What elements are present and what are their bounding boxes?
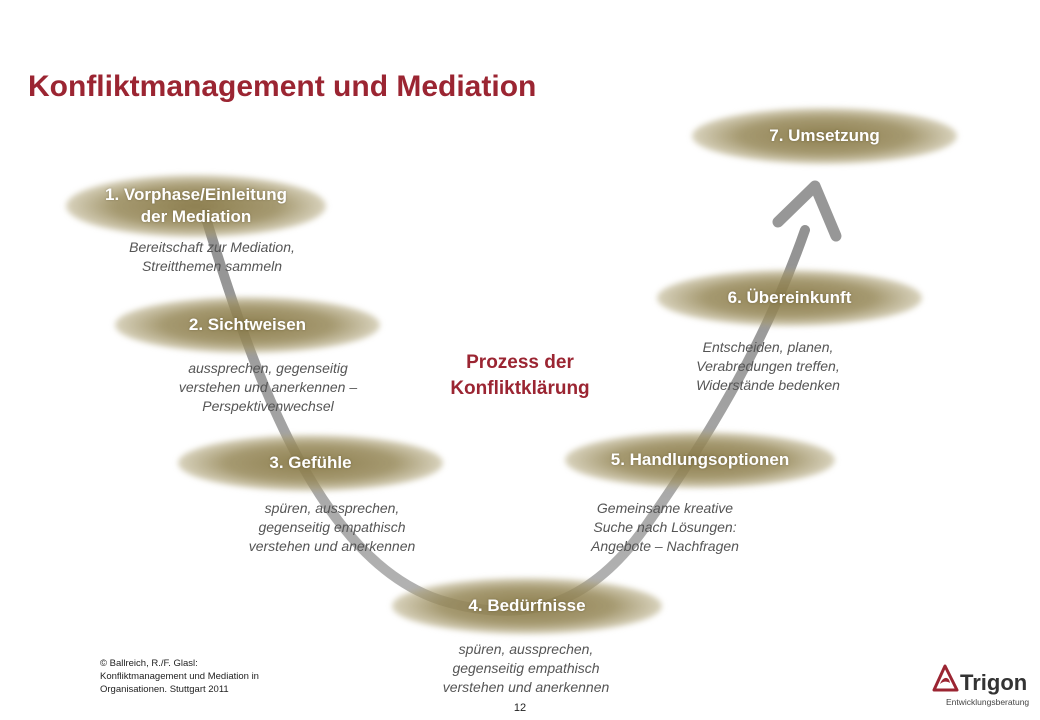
brush-stroke [392,578,662,634]
stage-7-label: 7. Umsetzung [769,126,880,145]
stage-3-description: spüren, aussprechen, gegenseitig empathi… [248,500,416,554]
brush-stroke [66,175,326,237]
stage-3-label: 3. Gefühle [269,453,352,472]
stage-6-description: Entscheiden, planen, Verabredungen treff… [696,339,840,393]
brush-stroke [115,297,380,353]
stage-1: 1. Vorphase/Einleitung der Mediation [66,175,326,237]
arrow-head-icon [772,180,842,242]
slide-title: Konfliktmanagement und Mediation [28,70,537,103]
stage-5-label: 5. Handlungsoptionen [610,450,790,469]
stage-2: 2. Sichtweisen [115,297,380,353]
logo-name: Trigon [960,670,1028,695]
trigon-logo-icon [932,664,959,692]
brush-stroke [692,108,957,164]
stage-1-description: Bereitschaft zur Mediation, Streitthemen… [129,239,295,274]
stage-5: 5. Handlungsoptionen [565,432,835,488]
brush-stroke [565,432,835,488]
stage-5-description: Gemeinsame kreative Suche nach Lösungen:… [591,500,739,554]
stage-4-label: 4. Bedürfnisse [468,596,586,615]
stage-2-description: aussprechen, gegenseitig verstehen und a… [178,360,358,414]
stage-3: 3. Gefühle [178,435,443,491]
stage-4: 4. Bedürfnisse [392,578,662,634]
stage-4-description: spüren, aussprechen, gegenseitig empathi… [442,641,610,695]
logo-subtitle: Entwicklungsberatung [946,697,1030,707]
citation: © Ballreich, R./F. Glasl: Konfliktmanage… [100,658,259,695]
stage-1-label: 1. Vorphase/Einleitung der Mediation [105,185,287,226]
stage-6-label: 6. Übereinkunft [727,288,852,307]
process-center-label: Prozess der Konfliktklärung [450,352,590,399]
brush-stroke [657,270,922,326]
stage-2-label: 2. Sichtweisen [188,315,307,334]
stage-7: 7. Umsetzung [692,108,957,164]
brush-stroke [178,435,443,491]
trigon-logo: Trigon Entwicklungsberatung [930,660,1030,710]
stage-6: 6. Übereinkunft [657,270,922,326]
page-number: 12 [513,702,527,714]
